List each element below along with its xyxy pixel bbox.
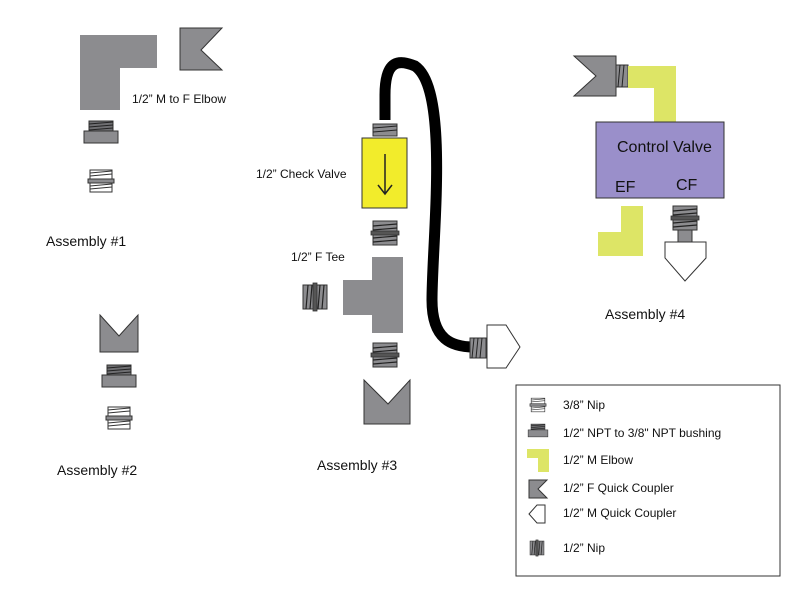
bushing-icon: [527, 423, 549, 438]
legend-item-f-quick-coupler: 1/2” F Quick Coupler: [563, 481, 674, 495]
m-quick-coupler-icon: [528, 504, 546, 524]
cf-coupler-collar: [677, 229, 693, 243]
assembly-3-label: Assembly #3: [317, 457, 397, 473]
nip-1-2-upper: [370, 220, 400, 246]
f-quick-coupler-a3: [363, 378, 411, 425]
cf-label: CF: [676, 177, 698, 194]
m-quick-coupler-a4: [664, 241, 707, 282]
hose: [379, 57, 475, 353]
m-quick-coupler-a3: [486, 324, 521, 369]
f-quick-coupler-a2: [99, 313, 139, 353]
legend-item-nip-1-2: 1/2” Nip: [563, 541, 605, 555]
assembly-4-label: Assembly #4: [605, 306, 685, 322]
assembly-2-label: Assembly #2: [57, 462, 137, 478]
f-quick-coupler-a1: [179, 27, 224, 71]
m-elbow-top: [628, 66, 676, 122]
m-to-f-elbow: [80, 35, 157, 110]
f-quick-coupler-icon: [528, 479, 549, 499]
f-tee: [343, 257, 403, 333]
legend-item-m-elbow: 1/2” M Elbow: [563, 453, 633, 467]
m-elbow-icon: [527, 449, 549, 472]
flow-arrow-icon: [377, 154, 393, 196]
legend-item-bushing: 1/2" NPT to 3/8" NPT bushing: [563, 426, 721, 440]
check-valve-label: 1/2” Check Valve: [256, 167, 347, 181]
control-valve: [595, 121, 725, 199]
bushing-a2: [101, 364, 137, 388]
nip-1-2-lower: [370, 342, 400, 368]
legend: 3/8” Nip 1/2" NPT to 3/8" NPT bushing 1/…: [515, 384, 781, 577]
bushing-a1: [83, 120, 119, 144]
control-valve-label: Control Valve: [617, 139, 712, 156]
nip-1-2-cf: [670, 205, 700, 231]
assembly-1-label: Assembly #1: [46, 233, 126, 249]
legend-item-m-quick-coupler: 1/2” M Quick Coupler: [563, 506, 676, 520]
ef-label: EF: [615, 179, 636, 196]
nip-1-2-side: [302, 282, 328, 312]
legend-item-nip-3-8: 3/8” Nip: [563, 398, 605, 412]
nip-3-8-icon: [529, 397, 547, 413]
f-quick-coupler-a4: [572, 55, 617, 97]
tee-label: 1/2” F Tee: [291, 250, 345, 264]
legend-box: [515, 384, 781, 577]
nip-1-2-icon: [529, 539, 545, 557]
nip-3-8-a1: [87, 169, 115, 193]
elbow-label: 1/2” M to F Elbow: [132, 92, 226, 106]
m-elbow-ef: [598, 206, 643, 256]
nip-3-8-a2: [105, 406, 133, 430]
